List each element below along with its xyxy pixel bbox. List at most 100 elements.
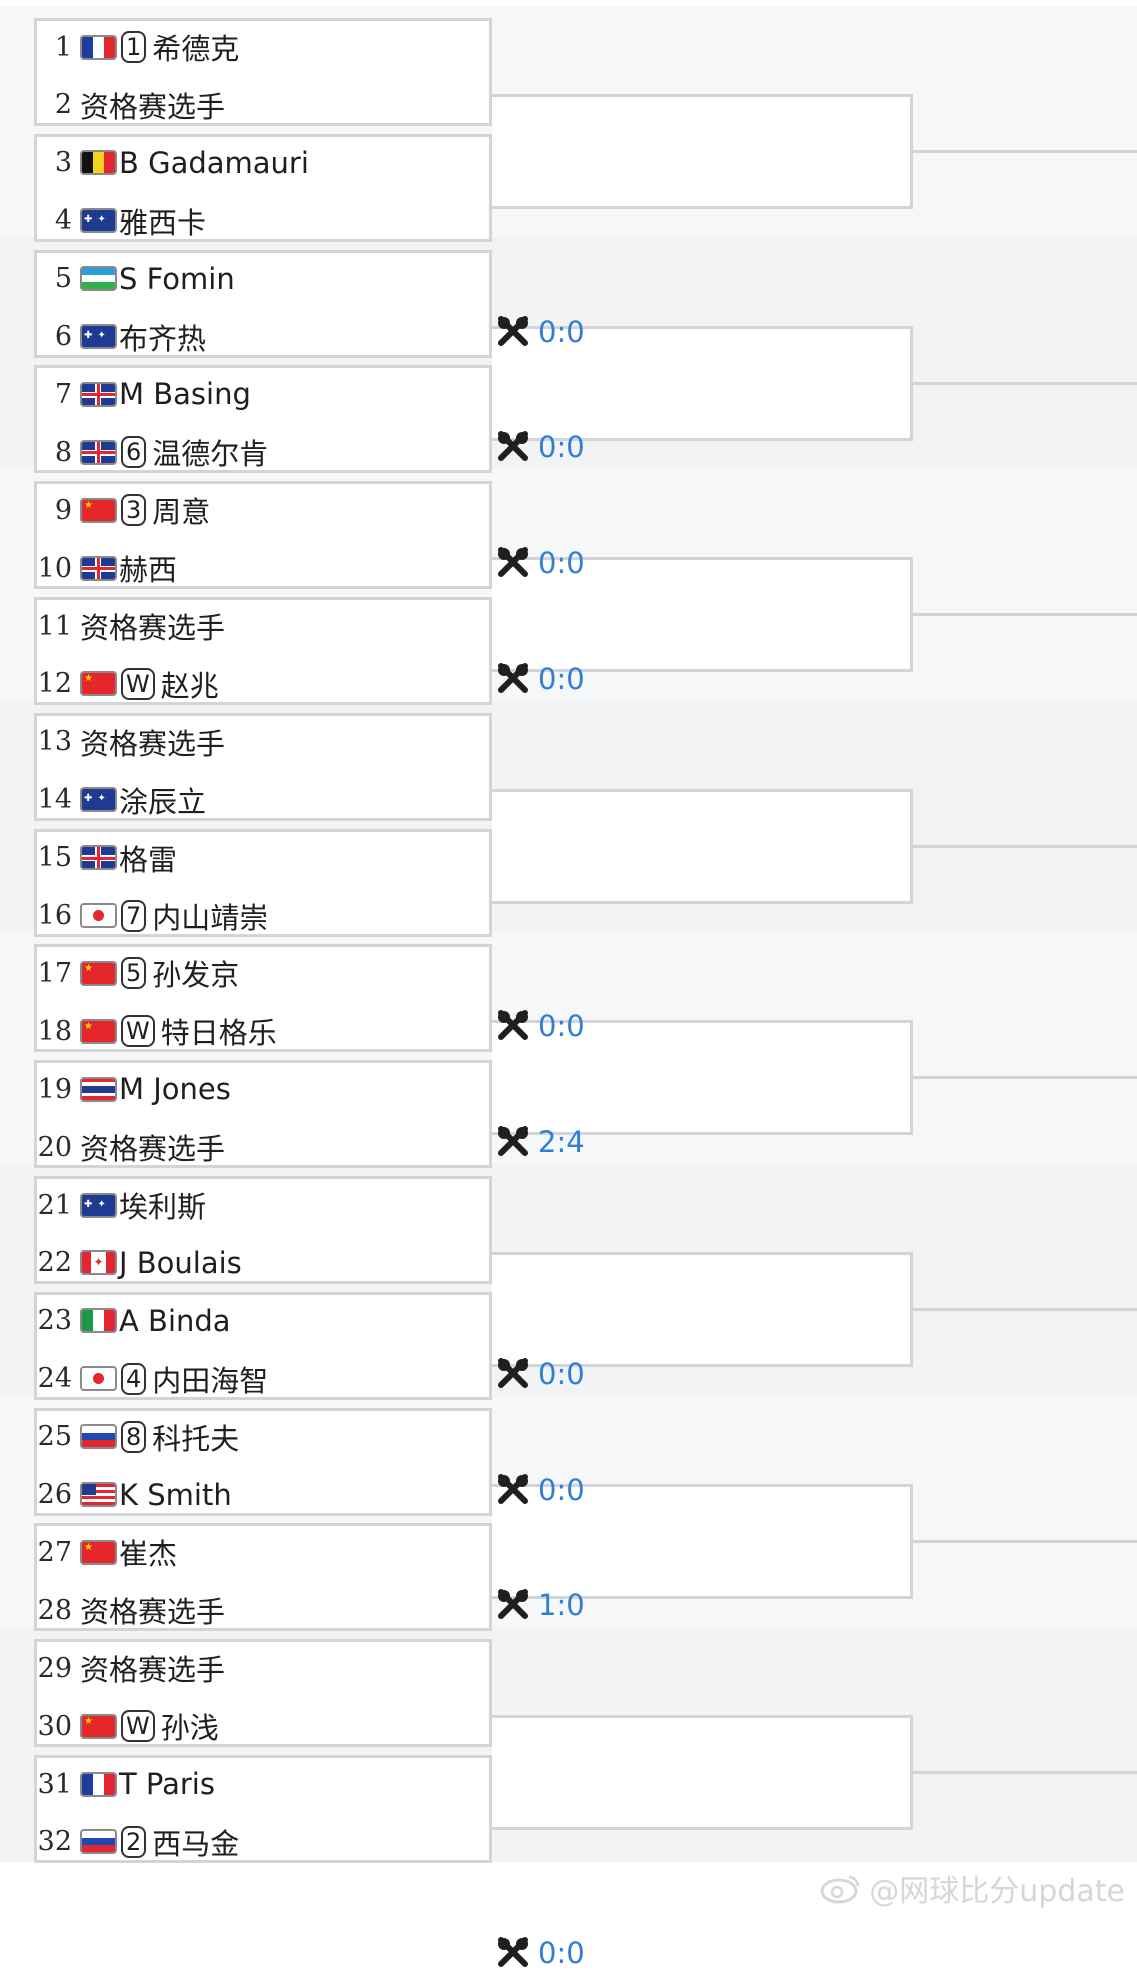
au-flag-icon: ✚ ✦ [80,208,117,234]
draw-position: 21 [37,1189,72,1221]
score-text: 0:0 [538,661,585,696]
player-entry[interactable]: 27★崔杰 [34,1525,492,1579]
second-round-match[interactable] [492,1483,913,1599]
player-entry[interactable]: 4✚ ✦雅西卡 [34,194,492,248]
draw-position: 31 [37,1768,72,1800]
draw-position: 4 [54,205,72,237]
match-score[interactable]: 0:0 [496,1008,585,1044]
score-text: 0:0 [538,314,585,349]
second-round-match[interactable] [492,93,913,209]
player-name: 资格赛选手 [80,726,226,761]
seed-badge: W [121,1015,155,1048]
draw-position: 3 [54,147,72,179]
match-score[interactable]: 0:0 [496,545,585,581]
draw-position: 13 [37,726,72,758]
crossed-rackets-icon [498,547,528,578]
gb-flag-icon [80,555,117,581]
player-entry[interactable]: 23 A Binda [34,1294,492,1348]
draw-position: 32 [37,1826,72,1858]
player-entry[interactable]: 3 B Gadamauri [34,136,492,190]
th-flag-icon [80,1076,117,1102]
au-flag-icon: ✚ ✦ [80,324,117,349]
score-text: 0:0 [538,1009,585,1044]
player-name: 资格赛选手 [80,1132,226,1167]
draw-position: 23 [37,1305,72,1337]
bracket-connector [913,1307,1137,1311]
match-score[interactable]: 1:0 [496,1587,585,1623]
player-entry[interactable]: 22✦J Boulais [34,1236,492,1290]
player-name: 资格赛选手 [80,1653,226,1688]
fr-flag-icon [80,34,117,60]
bracket-connector [913,613,1137,617]
second-round-match[interactable] [492,557,913,673]
match-score[interactable]: 0:0 [496,429,585,465]
bracket-connector [913,1771,1137,1775]
second-round-match[interactable] [492,1251,913,1367]
gb-flag-icon [80,381,117,407]
player-name: B Gadamauri [119,145,309,180]
bracket-connector [913,844,1137,848]
player-name: A Binda [119,1303,231,1338]
score-text: 0:0 [538,546,585,581]
draw-position: 6 [54,321,72,352]
draw-position: 16 [37,900,72,931]
player-name: M Basing [119,377,251,412]
player-name: 西马金 [152,1826,240,1861]
watermark-text: @网球比分update [869,1874,1125,1909]
second-round-match[interactable] [492,1020,913,1136]
match-score[interactable]: 0:0 [496,1472,585,1508]
player-entry[interactable]: 14✚ ✦涂辰立 [34,773,492,827]
player-entry[interactable]: 6✚ ✦布齐热 [34,310,492,364]
score-text: 1:0 [538,1588,585,1623]
match-score[interactable]: 0:0 [496,1356,585,1392]
player-name: K Smith [119,1477,232,1512]
match-score[interactable]: 0:0 [496,314,585,350]
cn-flag-icon: ★ [80,960,117,986]
match-score[interactable]: 2:4 [496,1124,585,1160]
match-score[interactable]: 0:0 [496,661,585,697]
fr-flag-icon [80,1771,117,1797]
draw-position: 22 [37,1247,72,1279]
player-name: 埃利斯 [119,1190,207,1224]
draw-position: 18 [37,1015,72,1047]
player-name: 孙浅 [160,1711,219,1746]
player-entry[interactable]: 21✚ ✦埃利斯 [34,1178,492,1232]
second-round-match[interactable] [492,325,913,441]
draw-position: 1 [54,31,72,63]
seed-badge: W [121,1710,155,1743]
draw-position: 27 [37,1536,72,1568]
draw-position: 20 [37,1131,72,1163]
uz-flag-icon [80,266,117,292]
weibo-icon [820,1875,860,1904]
second-round-match[interactable] [492,1715,913,1831]
second-round-match[interactable] [492,788,913,904]
draw-position: 19 [37,1073,72,1105]
seed-badge: 8 [121,1420,147,1453]
draw-position: 24 [37,1363,72,1395]
match-score[interactable]: 0:0 [496,1935,585,1971]
